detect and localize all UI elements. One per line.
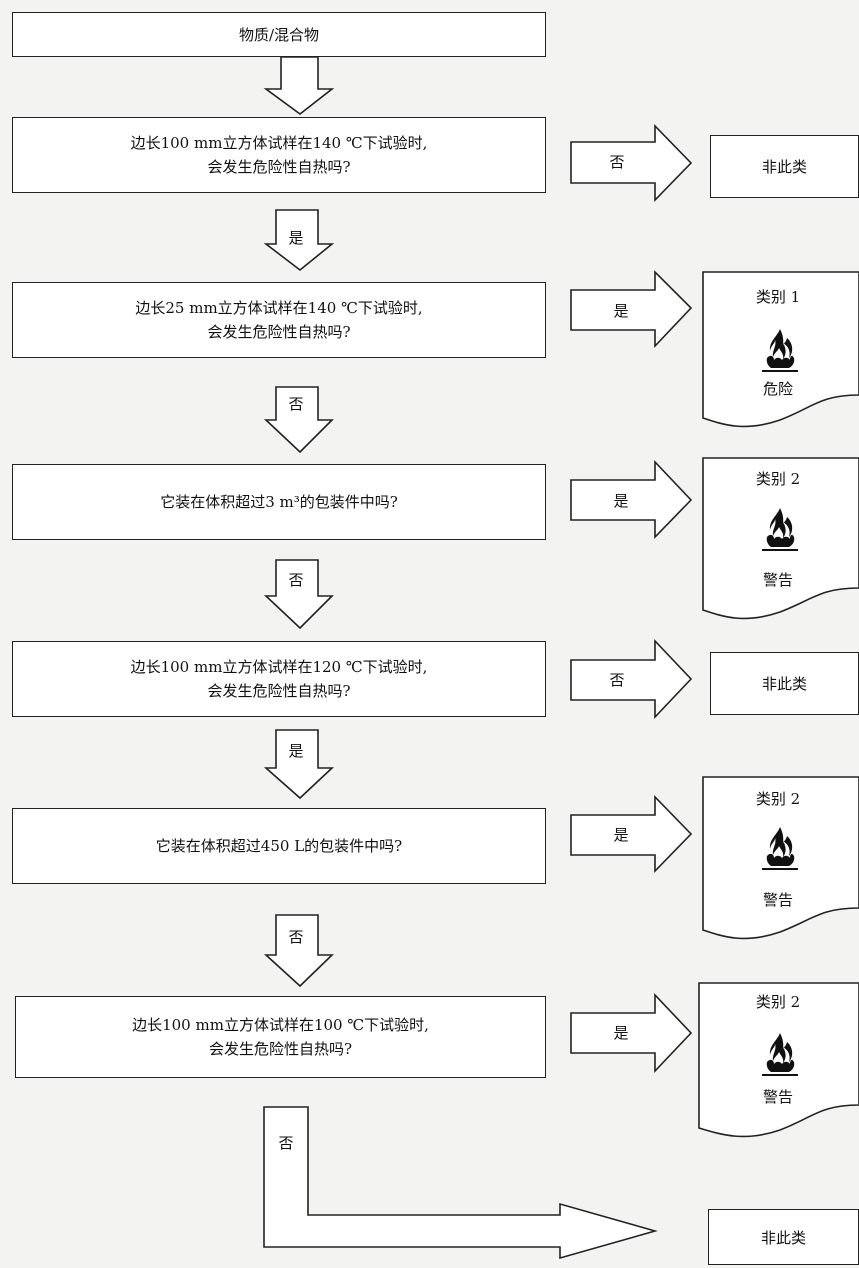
- question-line: 会发生危险性自热吗?: [207, 682, 351, 700]
- result-final-not-classified: 非此类: [708, 1209, 859, 1265]
- side-label-4: 是: [613, 826, 629, 844]
- down-label-1: 否: [288, 395, 304, 413]
- down-label-4: 否: [288, 928, 304, 946]
- down-arrow-0: [263, 56, 335, 116]
- side-label-5: 是: [613, 1024, 629, 1042]
- right-arrow-3: [570, 638, 693, 720]
- start-label: 物质/混合物: [238, 25, 320, 44]
- down-arrow-5: [263, 914, 334, 988]
- side-label-2: 是: [613, 492, 629, 510]
- question-box-2: 它装在体积超过3 m³的包装件中吗?: [12, 464, 546, 540]
- side-label-3: 否: [609, 671, 625, 689]
- right-arrow-5: [570, 992, 693, 1074]
- category-title: 类别 2: [755, 790, 801, 808]
- question-line: 边长100 mm立方体试样在120 ℃下试验时,: [130, 658, 428, 676]
- question-line: 会发生危险性自热吗?: [207, 323, 351, 341]
- question-line: 边长100 mm立方体试样在140 ℃下试验时,: [130, 134, 428, 152]
- question-box-5: 边长100 mm立方体试样在100 ℃下试验时, 会发生危险性自热吗?: [15, 996, 546, 1078]
- right-arrow-1: [570, 270, 693, 349]
- category-title: 类别 2: [755, 470, 801, 488]
- start-box: 物质/混合物: [12, 12, 546, 57]
- result-text: 非此类: [760, 1228, 806, 1247]
- down-label-2: 否: [288, 571, 304, 589]
- result-not-classified: 非此类: [710, 652, 859, 715]
- question-box-0: 边长100 mm立方体试样在140 ℃下试验时, 会发生危险性自热吗?: [12, 117, 546, 193]
- right-arrow-2: [570, 459, 693, 539]
- side-label-1: 是: [613, 302, 629, 320]
- question-line: 它装在体积超过450 L的包装件中吗?: [155, 837, 403, 855]
- result-text: 非此类: [761, 675, 807, 693]
- down-arrow-3: [263, 559, 334, 630]
- final-arrow: [263, 1106, 658, 1260]
- down-arrow-1: [263, 209, 335, 272]
- question-line: 会发生危险性自热吗?: [208, 1040, 353, 1058]
- question-box-4: 它装在体积超过450 L的包装件中吗?: [12, 808, 546, 884]
- down-label-0: 是: [288, 229, 304, 247]
- question-line: 它装在体积超过3 m³的包装件中吗?: [160, 493, 398, 511]
- down-arrow-2: [263, 386, 334, 454]
- question-box-3: 边长100 mm立方体试样在120 ℃下试验时, 会发生危险性自热吗?: [12, 641, 546, 717]
- question-box-1: 边长25 mm立方体试样在140 ℃下试验时, 会发生危险性自热吗?: [12, 282, 546, 358]
- down-arrow-4: [263, 729, 335, 800]
- side-label-0: 否: [609, 153, 625, 171]
- signal-word: 警告: [762, 1088, 793, 1106]
- right-arrow-0: [570, 124, 693, 202]
- doc-shape-3: [698, 982, 859, 1138]
- question-line: 边长25 mm立方体试样在140 ℃下试验时,: [135, 299, 423, 317]
- category-title: 类别 1: [755, 288, 801, 306]
- question-line: 会发生危险性自热吗?: [207, 158, 351, 176]
- signal-word: 警告: [762, 891, 793, 909]
- signal-word: 警告: [762, 571, 793, 589]
- result-not-classified: 非此类: [710, 135, 859, 198]
- down-label-3: 是: [288, 742, 304, 760]
- result-text: 非此类: [761, 158, 807, 176]
- down-label-5: 否: [278, 1134, 294, 1152]
- right-arrow-4: [570, 795, 693, 873]
- signal-word: 危险: [762, 380, 793, 398]
- category-title: 类别 2: [755, 993, 801, 1011]
- question-line: 边长100 mm立方体试样在100 ℃下试验时,: [132, 1016, 429, 1034]
